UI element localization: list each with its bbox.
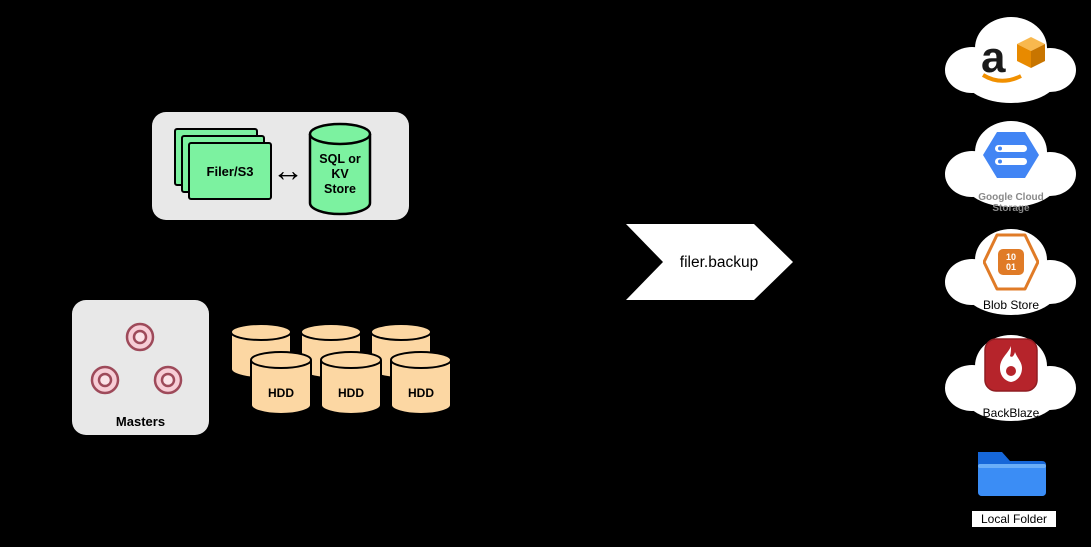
- filer-backup-label: filer.backup: [680, 254, 758, 271]
- flame-icon: [1000, 346, 1022, 382]
- master-node-core-icon: [132, 329, 148, 345]
- gcs-label-line-2: Storage: [992, 203, 1030, 214]
- cloud-target-backblaze: BackBlaze: [936, 326, 1086, 426]
- double-arrow-icon: ↔: [272, 152, 304, 188]
- store-label-line-3: Store: [324, 182, 356, 196]
- master-node-core-icon: [97, 372, 113, 388]
- hdd-label: HDD: [408, 386, 434, 400]
- sql-kv-store-label: SQL or KV Store: [308, 152, 372, 197]
- cloud-target-blob-store: 10 01 Blob Store: [936, 220, 1086, 320]
- folder-icon: [978, 452, 1046, 496]
- amazon-aws-icon: a: [981, 33, 1045, 83]
- local-folder-target: [975, 440, 1049, 500]
- sql-kv-store-cylinder-icon: [308, 122, 372, 216]
- backblaze-label: BackBlaze: [982, 406, 1040, 420]
- store-label-line-1: SQL or: [319, 152, 361, 166]
- blob-digits-bottom: 01: [1006, 262, 1016, 272]
- filer-label: Filer/S3: [206, 163, 254, 179]
- local-folder-label: Local Folder: [972, 511, 1056, 527]
- amazon-a-letter: a: [981, 33, 1006, 82]
- blob-store-icon: 10 01: [983, 233, 1039, 291]
- google-cloud-storage-icon: [983, 132, 1039, 178]
- amazon-smile-icon: [981, 73, 1022, 83]
- cloud-target-aws: a: [936, 8, 1086, 108]
- filer-backup-arrow: filer.backup: [626, 224, 793, 300]
- gcs-label-line-1: Google Cloud: [978, 192, 1044, 203]
- google-cloud-storage-label: Google Cloud Storage: [936, 192, 1086, 214]
- hdd-cylinder-icon: HDD: [390, 351, 452, 415]
- master-node-core-icon: [160, 372, 176, 388]
- hdd-cylinder-icon: HDD: [320, 351, 382, 415]
- master-nodes-icon: [90, 322, 183, 395]
- masters-box: Masters: [72, 300, 209, 435]
- cloud-target-google-cloud-storage: Google Cloud Storage: [936, 112, 1086, 214]
- store-label-line-2: KV: [331, 167, 349, 181]
- blob-store-label: Blob Store: [982, 298, 1040, 312]
- hdd-label: HDD: [268, 386, 294, 400]
- masters-label: Masters: [115, 414, 166, 429]
- backblaze-icon: [984, 338, 1038, 392]
- hdd-cylinder-icon: HDD: [250, 351, 312, 415]
- hdd-label: HDD: [338, 386, 364, 400]
- filer-stack: Filer/S3: [174, 128, 274, 204]
- blob-digits-top: 10: [1006, 252, 1016, 262]
- filer-group-box: Filer/S3 ↔ SQL or KV Store: [152, 112, 409, 220]
- aws-cube-icon: [1017, 37, 1045, 68]
- filer-stack-sheet-front: Filer/S3: [188, 142, 272, 200]
